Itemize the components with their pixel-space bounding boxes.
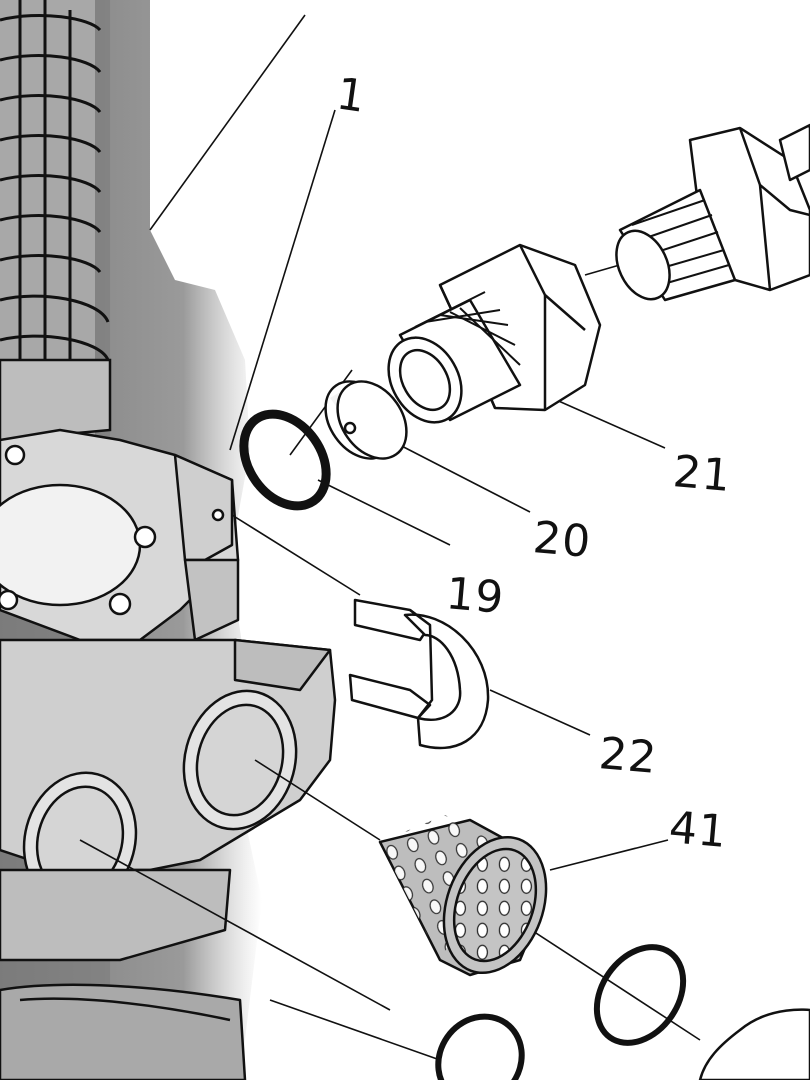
hex-fitting-21 xyxy=(387,243,602,424)
callout-1: 1 xyxy=(333,68,369,123)
valve-body xyxy=(0,428,337,1080)
part-bottom-right-edge xyxy=(698,1008,810,1080)
u-clip-22 xyxy=(348,598,490,750)
callout-20: 20 xyxy=(531,512,593,568)
o-ring-19 xyxy=(239,409,331,511)
cone-strainer-41 xyxy=(378,815,548,977)
callout-41: 41 xyxy=(667,802,729,858)
callout-22: 22 xyxy=(597,728,659,784)
washer-20 xyxy=(324,380,408,460)
spring-assembly xyxy=(0,0,112,442)
o-ring-bottom-left xyxy=(435,1013,525,1080)
threaded-pipe xyxy=(615,123,810,302)
callout-21: 21 xyxy=(671,446,733,502)
callout-labels: 1 19 20 21 22 41 xyxy=(333,68,733,858)
o-ring-bottom-right xyxy=(593,944,687,1046)
callout-19: 19 xyxy=(444,568,506,624)
